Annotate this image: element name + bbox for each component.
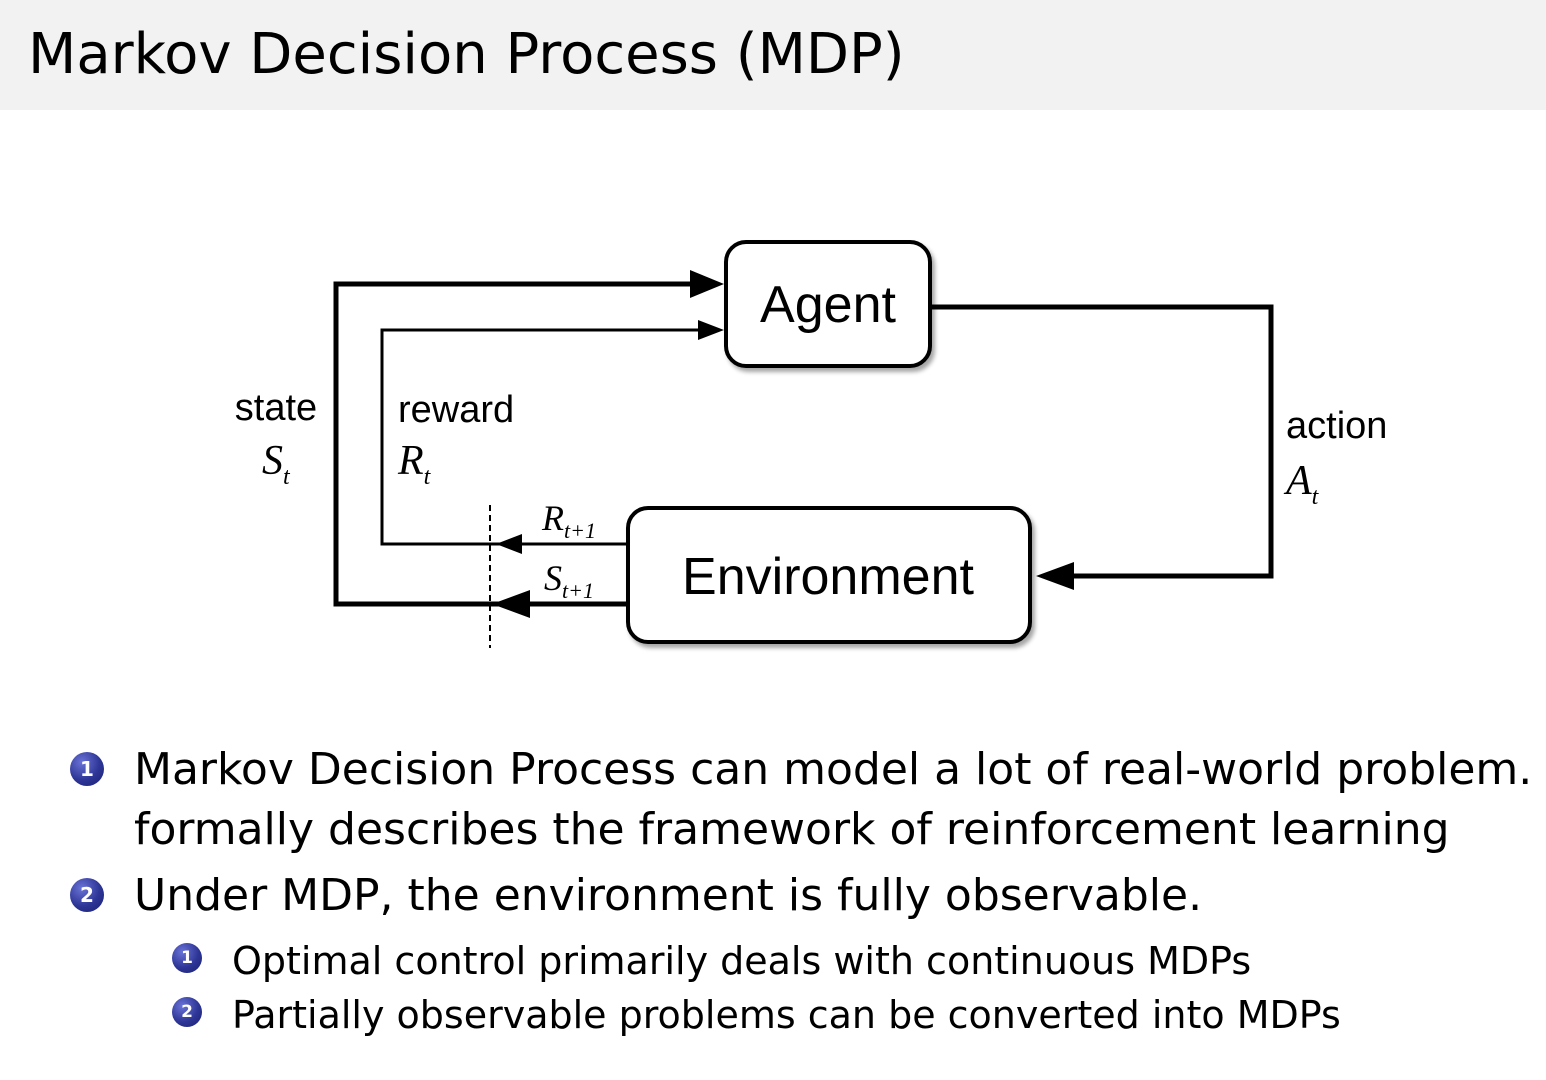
next-state-symbol: St+1 (544, 558, 594, 603)
next-reward-arrowhead (496, 534, 522, 554)
action-label: action (1286, 405, 1387, 447)
bullet-number-icon: 2 (172, 997, 202, 1027)
state-label: state (235, 387, 317, 429)
bullet-item: 1 Markov Decision Process can model a lo… (70, 740, 1546, 860)
bullet-line: Under MDP, the environment is fully obse… (134, 870, 1203, 921)
sub-bullet-item: 1 Optimal control primarily deals with c… (172, 934, 1251, 988)
next-state-arrowhead (492, 590, 530, 618)
bullet-line: Markov Decision Process can model a lot … (134, 744, 1546, 795)
page-title: Markov Decision Process (MDP) (28, 22, 905, 87)
reward-symbol: Rt (397, 438, 432, 490)
state-symbol: St (262, 438, 291, 490)
environment-label: Environment (682, 548, 974, 606)
bullet-line: formally describes the framework of rein… (134, 804, 1450, 855)
agent-label: Agent (760, 276, 896, 334)
sub-bullet-text: Optimal control primarily deals with con… (232, 939, 1252, 983)
title-bar: Markov Decision Process (MDP) (0, 0, 1546, 110)
bullet-text: Under MDP, the environment is fully obse… (134, 866, 1202, 926)
action-symbol: At (1283, 458, 1320, 510)
environment-box: Environment (626, 506, 1032, 644)
next-reward-symbol: Rt+1 (541, 498, 596, 543)
sub-bullet-item: 2 Partially observable problems can be c… (172, 988, 1341, 1042)
action-arrow (932, 304, 1274, 590)
state-arrow (333, 270, 724, 607)
bullet-text: Markov Decision Process can model a lot … (134, 740, 1546, 860)
bullet-number-icon: 2 (70, 878, 104, 912)
bullet-number-icon: 1 (70, 752, 104, 786)
reward-label: reward (398, 389, 514, 431)
sub-bullet-text: Partially observable problems can be con… (232, 993, 1341, 1037)
bullet-item: 2 Under MDP, the environment is fully ob… (70, 866, 1202, 926)
bullet-number-icon: 1 (172, 943, 202, 973)
agent-box: Agent (724, 240, 932, 368)
